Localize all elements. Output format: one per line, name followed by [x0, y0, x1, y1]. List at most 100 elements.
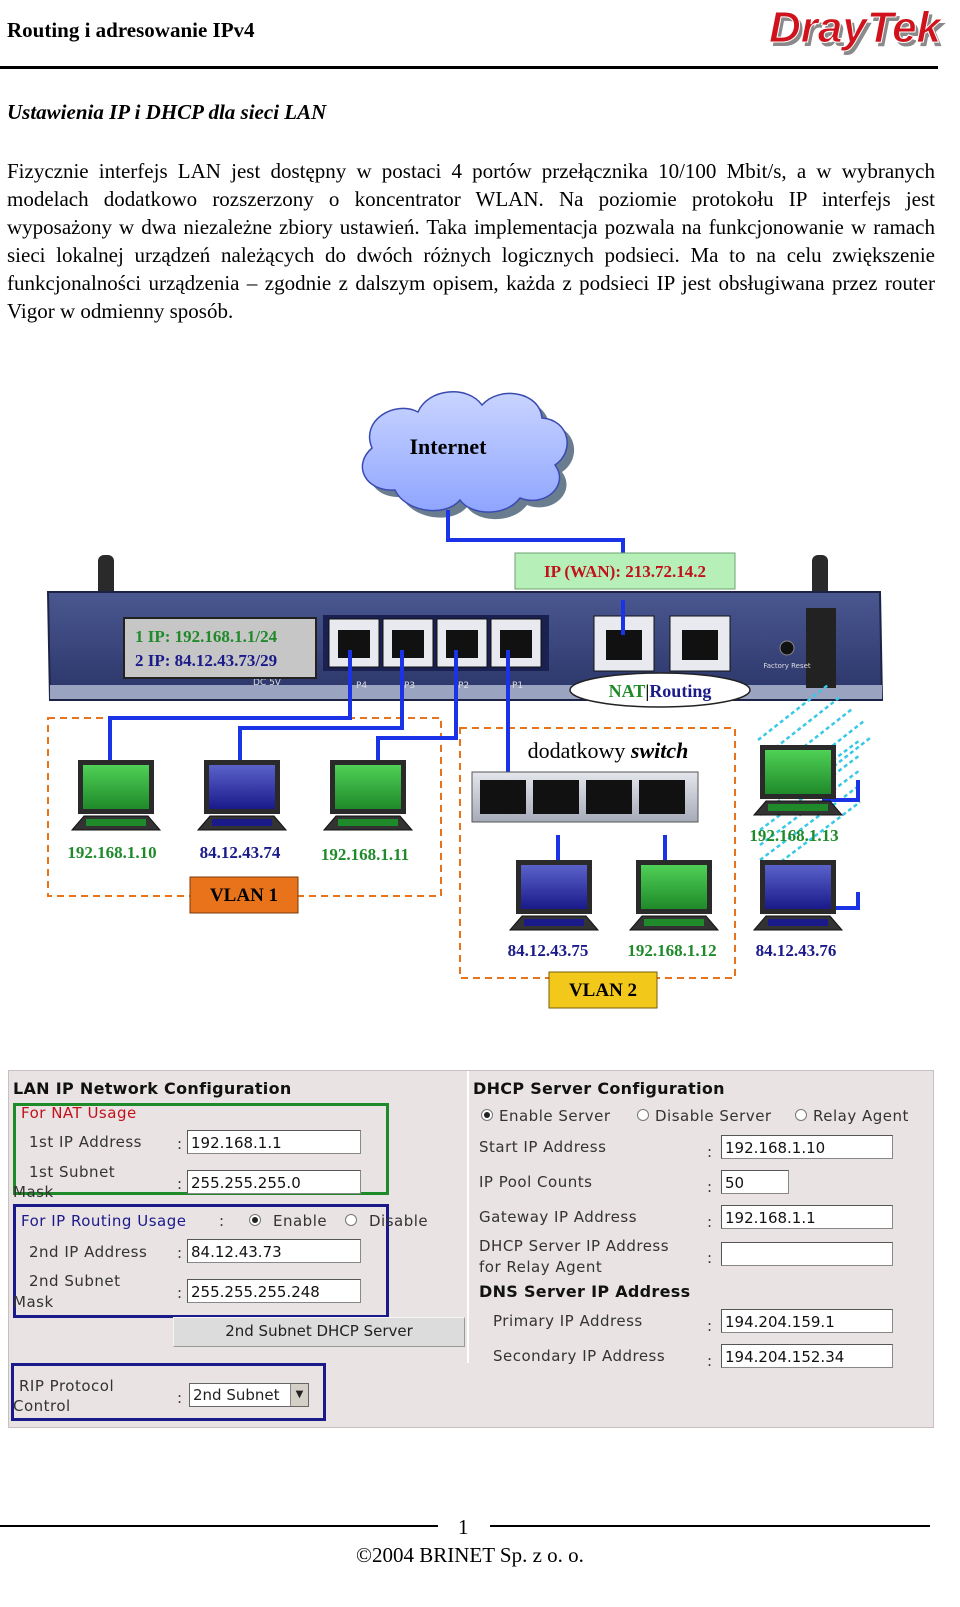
relay-ip-label-line1: DHCP Server IP Address	[479, 1237, 670, 1255]
disable-server-label: Disable Server	[655, 1107, 772, 1125]
laptop-icon	[752, 745, 844, 816]
mask1-label-line2: Mask	[13, 1183, 54, 1201]
routing-enable-label: Enable	[273, 1212, 328, 1230]
nat-label: NAT	[609, 681, 646, 701]
paragraph-text: Fizycznie interfejs LAN jest dostępny w …	[7, 159, 935, 323]
start-ip-input[interactable]: 192.168.1.10	[721, 1135, 893, 1159]
header-rule	[0, 66, 938, 69]
enable-server-label: Enable Server	[499, 1107, 611, 1125]
ip2-input[interactable]: 84.12.43.73	[187, 1239, 361, 1263]
lan-config-title: LAN IP Network Configuration	[13, 1079, 292, 1098]
dc-label: DC 5V	[253, 678, 282, 688]
chevron-down-icon[interactable]: ▼	[290, 1384, 308, 1406]
host-label-192-168-1-13: 192.168.1.13	[749, 826, 838, 845]
rip-select-value: 2nd Subnet	[193, 1386, 280, 1404]
host-label-192-168-1-12: 192.168.1.12	[627, 941, 716, 960]
footer-rule-right	[490, 1525, 930, 1527]
copyright: ©2004 BRINET Sp. z o. o.	[356, 1543, 584, 1567]
relay-agent-radio[interactable]	[795, 1109, 807, 1121]
gateway-label: Gateway IP Address	[479, 1208, 638, 1226]
rip-label-line1: RIP Protocol	[19, 1377, 115, 1395]
laptop-icon	[196, 760, 288, 831]
laptop-icon	[322, 760, 414, 831]
extra-switch: dodatkowy switch	[471, 738, 699, 823]
host-label-84-12-43-74: 84.12.43.74	[200, 843, 281, 862]
ip1-input[interactable]: 192.168.1.1	[187, 1130, 361, 1154]
port-label-p1: P1	[512, 681, 523, 691]
ip1-label: 1st IP Address	[29, 1133, 142, 1151]
secondary-dns-input[interactable]: 194.204.152.34	[721, 1344, 893, 1368]
port-label-p4: P4	[356, 681, 367, 691]
primary-dns-input[interactable]: 194.204.159.1	[721, 1309, 893, 1333]
logo-text: DrayTek	[769, 3, 944, 52]
lan-ip1-text: 1 IP: 192.168.1.1/24	[135, 627, 278, 646]
relay-agent-label: Relay Agent	[813, 1107, 909, 1125]
lan-ip2-text: 2 IP: 84.12.43.73/29	[135, 651, 277, 670]
rip-select[interactable]: 2nd Subnet ▼	[189, 1383, 309, 1407]
gateway-input[interactable]: 192.168.1.1	[721, 1205, 893, 1229]
routing-label: Routing	[649, 681, 711, 701]
vlan1-label: VLAN 1	[210, 885, 278, 906]
dhcp-config-title: DHCP Server Configuration	[473, 1079, 725, 1098]
wan-ip-text: IP (WAN): 213.72.14.2	[544, 562, 706, 581]
vlan2-label: VLAN 2	[569, 980, 637, 1001]
ip2-label: 2nd IP Address	[29, 1243, 148, 1261]
factory-reset-label: Factory Reset	[763, 662, 811, 670]
draytek-logo: DrayTek DrayTek	[768, 3, 947, 57]
config-panel: LAN IP Network Configuration For NAT Usa…	[8, 1070, 934, 1428]
switch-label-italic: switch	[630, 738, 688, 763]
laptop-icon	[70, 760, 162, 831]
dhcp-2nd-subnet-button[interactable]: 2nd Subnet DHCP Server	[173, 1317, 465, 1347]
wifi-link-1	[822, 780, 860, 802]
pool-count-label: IP Pool Counts	[479, 1173, 593, 1191]
laptop-icon	[752, 860, 844, 931]
switch-label: dodatkowy switch	[528, 738, 689, 763]
svg-text:NAT|Routing: NAT|Routing	[609, 681, 712, 701]
nat-routing-badge: NAT|Routing	[569, 672, 751, 708]
relay-ip-label-line2: for Relay Agent	[479, 1258, 603, 1276]
vlan1-badge: VLAN 1	[189, 876, 299, 914]
rip-label-line2: Control	[13, 1397, 71, 1415]
primary-dns-label: Primary IP Address	[493, 1312, 643, 1330]
mask1-input[interactable]: 255.255.255.0	[187, 1170, 361, 1194]
laptop-icon	[508, 860, 600, 931]
port-jack	[338, 630, 370, 658]
mask2-label-line2: Mask	[13, 1293, 54, 1311]
logo-shadow: DrayTek	[772, 7, 947, 56]
disable-server-radio[interactable]	[637, 1109, 649, 1121]
internet-label: Internet	[410, 434, 488, 459]
port-label-p3: P3	[404, 681, 415, 691]
mask2-input[interactable]: 255.255.255.248	[187, 1279, 361, 1303]
pool-count-input[interactable]: 50	[721, 1170, 789, 1194]
mask1-label-line1: 1st Subnet	[29, 1163, 116, 1181]
lan-ip-label: 1 IP: 192.168.1.1/24 2 IP: 84.12.43.73/2…	[123, 617, 317, 679]
page-number: 1	[458, 1515, 469, 1539]
section-title: Ustawienia IP i DHCP dla sieci LAN	[7, 100, 327, 124]
routing-enable-radio[interactable]	[249, 1214, 261, 1226]
routing-disable-label: Disable	[369, 1212, 429, 1230]
enable-server-radio[interactable]	[481, 1109, 493, 1121]
factory-reset-button	[779, 640, 795, 656]
switch-label-regular: dodatkowy	[528, 738, 631, 763]
footer-rule-left	[0, 1525, 438, 1527]
body-paragraph: Fizycznie interfejs LAN jest dostępny w …	[7, 157, 935, 325]
host-label-192-168-1-10: 192.168.1.10	[67, 843, 156, 862]
start-ip-label: Start IP Address	[479, 1138, 607, 1156]
wan-wire	[446, 510, 625, 560]
mask2-label-line1: 2nd Subnet	[29, 1272, 121, 1290]
port-label-p2: P2	[458, 681, 469, 691]
internet-cloud: Internet	[361, 391, 575, 520]
host-label-192-168-1-11: 192.168.1.11	[321, 845, 409, 864]
nat-usage-label: For NAT Usage	[21, 1104, 137, 1122]
panel-divider	[467, 1071, 469, 1363]
port-jack	[392, 630, 424, 658]
rip-group	[11, 1363, 326, 1421]
document-header-title: Routing i adresowanie IPv4	[7, 18, 255, 42]
vlan2-badge: VLAN 2	[548, 971, 658, 1009]
lan-ports	[323, 615, 549, 671]
host-label-84-12-43-75: 84.12.43.75	[508, 941, 589, 960]
dns-title: DNS Server IP Address	[479, 1282, 691, 1301]
secondary-dns-label: Secondary IP Address	[493, 1347, 666, 1365]
routing-disable-radio[interactable]	[345, 1214, 357, 1226]
relay-ip-input[interactable]	[721, 1242, 893, 1266]
